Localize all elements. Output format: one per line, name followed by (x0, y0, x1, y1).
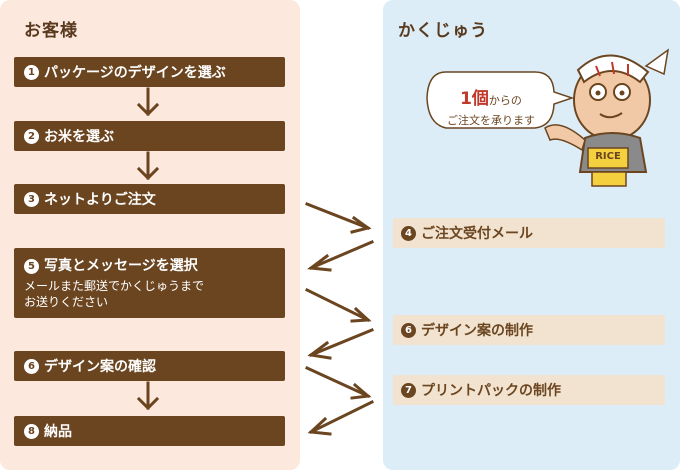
left-arrow-icon (307, 328, 374, 360)
step-confirm-design: 6 デザイン案の確認 (14, 351, 285, 381)
step-number: 5 (24, 258, 39, 274)
bubble-line2: ご注文を承ります (447, 114, 535, 127)
step-number: 4 (401, 225, 416, 241)
step-design-production: 6 デザイン案の制作 (393, 315, 665, 345)
step-number: 6 (24, 358, 39, 374)
bubble-text: 1個からの ご注文を承ります (436, 84, 546, 128)
speech-bubble (426, 71, 575, 129)
bubble-suffix: からの (488, 94, 522, 107)
step-note-line2: お送りください (24, 295, 109, 309)
step-label: 写真とメッセージを選択 (44, 258, 198, 274)
step-number: 7 (401, 382, 416, 398)
left-arrow-icon (307, 399, 375, 436)
step-select-photo-message: 5 写真とメッセージを選択 メールまた郵送でかくじゅうまでお送りください (14, 248, 285, 318)
step-label: お米を選ぶ (44, 129, 114, 145)
mascot-illustration (544, 48, 670, 187)
right-arrow-icon (304, 287, 372, 323)
step-number: 8 (24, 423, 39, 439)
down-arrow-icon (136, 151, 160, 181)
step-order-confirmation-mail: 4 ご注文受付メール (393, 218, 665, 248)
step-note-line1: メールまた郵送でかくじゅうまで (24, 279, 205, 293)
step-print-pack-production: 7 プリントパックの制作 (393, 375, 665, 405)
step-number: 2 (24, 128, 39, 144)
step-label: デザイン案の確認 (44, 359, 156, 375)
step-number: 1 (24, 64, 39, 80)
step-delivery: 8 納品 (14, 416, 285, 446)
left-arrow-icon (307, 240, 374, 272)
step-label: プリントパックの制作 (421, 383, 561, 399)
step-number: 6 (401, 322, 416, 338)
step-order-online: 3 ネットよりご注文 (14, 184, 285, 214)
step-label: デザイン案の制作 (421, 323, 533, 339)
down-arrow-icon (136, 381, 160, 411)
down-arrow-icon (136, 87, 160, 117)
right-arrow-icon (305, 202, 372, 234)
customer-title: お客様 (24, 21, 78, 41)
step-note: メールまた郵送でかくじゅうまでお送りください (24, 278, 275, 310)
company-title: かくじゅう (398, 21, 488, 41)
right-arrow-icon (305, 366, 372, 400)
step-choose-rice: 2 お米を選ぶ (14, 121, 285, 151)
bubble-quantity: 1個 (460, 89, 489, 109)
mascot-rice-label: RICE (595, 151, 621, 162)
step-label: 納品 (44, 424, 72, 440)
step-label: ご注文受付メール (421, 226, 533, 242)
step-label: パッケージのデザインを選ぶ (44, 65, 226, 81)
step-choose-design: 1 パッケージのデザインを選ぶ (14, 57, 285, 87)
step-number: 3 (24, 191, 39, 207)
step-label: ネットよりご注文 (44, 192, 156, 208)
